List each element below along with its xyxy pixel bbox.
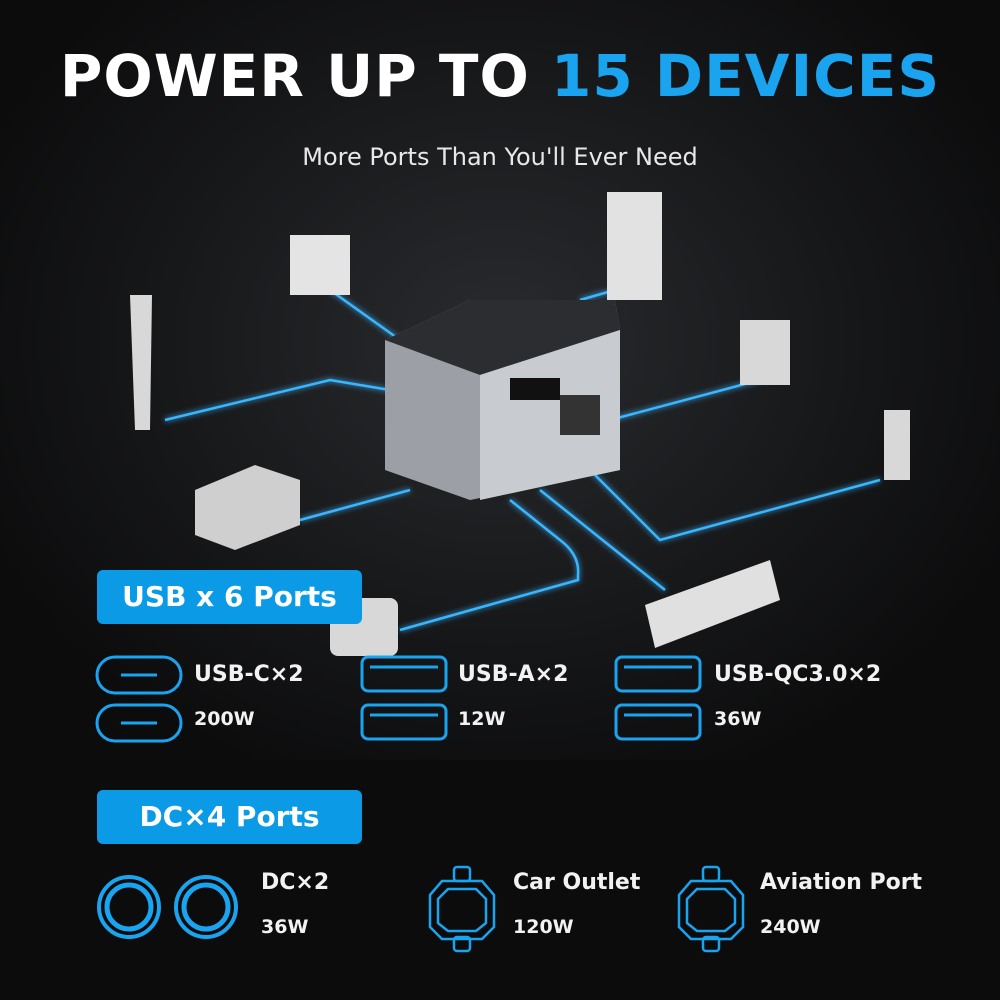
washer	[607, 192, 662, 300]
power-station	[385, 300, 620, 500]
usb-a-power: 12W	[458, 708, 506, 730]
dc-power: 36W	[261, 916, 309, 938]
page-title: POWER UP TO 15 DEVICES	[59, 42, 941, 110]
aviation-port-power: 240W	[760, 916, 821, 938]
car-outlet-label: Car Outlet	[513, 870, 641, 895]
cable-lines	[164, 288, 881, 632]
car-outlet-power: 120W	[513, 916, 574, 938]
subtitle: More Ports Than You'll Ever Need	[302, 143, 698, 171]
usb-a-port-icon	[360, 655, 448, 741]
dc-ports-badge: DC×4 Ports	[97, 790, 362, 844]
usb-qc-power: 36W	[714, 708, 762, 730]
heater	[645, 560, 780, 648]
dc-label: DC×2	[261, 870, 330, 895]
tower-fan	[130, 295, 152, 430]
microwave	[195, 465, 300, 550]
usb-ports-badge: USB x 6 Ports	[97, 570, 362, 624]
usb-c-port-icon	[95, 655, 183, 743]
usb-qc-port-icon	[614, 655, 702, 741]
product-scene	[130, 192, 910, 656]
appliances	[130, 192, 910, 656]
usb-c-label: USB-C×2	[194, 662, 304, 687]
lamp	[884, 410, 910, 480]
dc-port-icon	[97, 875, 238, 939]
usb-a-label: USB-A×2	[458, 662, 569, 687]
usb-c-power: 200W	[194, 708, 255, 730]
aviation-port-icon	[677, 865, 745, 953]
coffee-maker	[740, 320, 790, 385]
usb-qc-label: USB-QC3.0×2	[714, 662, 882, 687]
car-outlet-icon	[428, 865, 496, 953]
aviation-port-label: Aviation Port	[760, 870, 923, 895]
tv	[290, 235, 350, 295]
